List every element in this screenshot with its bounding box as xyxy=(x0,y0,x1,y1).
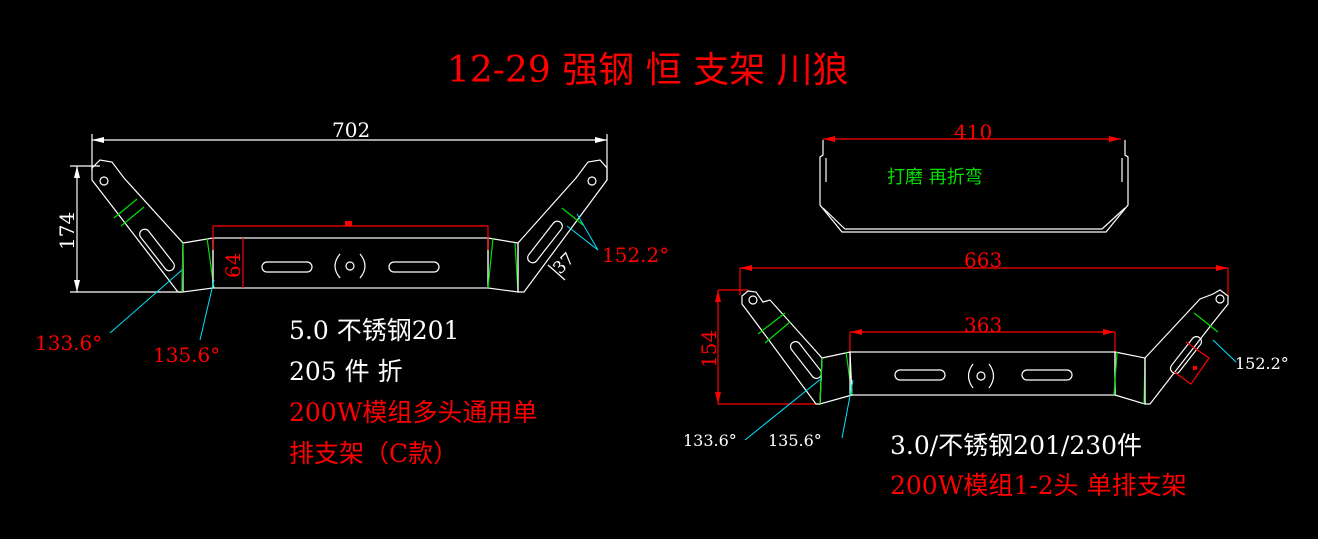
dim-154: 154 xyxy=(697,330,721,368)
dim-37: 37 xyxy=(549,249,578,278)
note-grind-bend: 打磨 再折弯 xyxy=(887,167,983,188)
right-bracket-drawing: 663 154 363 xyxy=(683,248,1289,500)
angle-152-2-small: 152.2° xyxy=(1235,354,1289,373)
angle-135-6-small: 135.6° xyxy=(768,431,822,450)
angle-152-2: 152.2° xyxy=(602,243,669,267)
note-quantity: 205 件 折 xyxy=(289,357,403,386)
angle-133-6-small: 133.6° xyxy=(683,431,737,450)
note-desc-3: 200W模组1-2头 单排支架 xyxy=(890,471,1187,500)
top-view-drawing: 410 打磨 再折弯 xyxy=(819,120,1129,233)
dim-410: 410 xyxy=(954,120,992,144)
drawing-title: 12-29 强钢 恒 支架 川狼 xyxy=(447,50,849,91)
dim-64: 64 xyxy=(221,253,245,278)
angle-133-6: 133.6° xyxy=(35,331,102,355)
dim-702: 702 xyxy=(332,118,370,142)
dim-174: 174 xyxy=(55,212,79,250)
note-desc-2: 排支架（C款） xyxy=(289,439,458,468)
note-desc-1: 200W模组多头通用单 xyxy=(289,398,537,427)
note-material-2: 3.0/不锈钢201/230件 xyxy=(890,431,1142,460)
signal-icon xyxy=(334,253,341,279)
dim-363: 363 xyxy=(964,313,1002,337)
center-hole xyxy=(345,261,355,271)
left-bracket-drawing: 702 174 37 xyxy=(35,118,669,468)
note-material: 5.0 不锈钢201 xyxy=(289,316,459,345)
angle-135-6: 135.6° xyxy=(153,343,220,367)
dim-663: 663 xyxy=(964,248,1002,272)
